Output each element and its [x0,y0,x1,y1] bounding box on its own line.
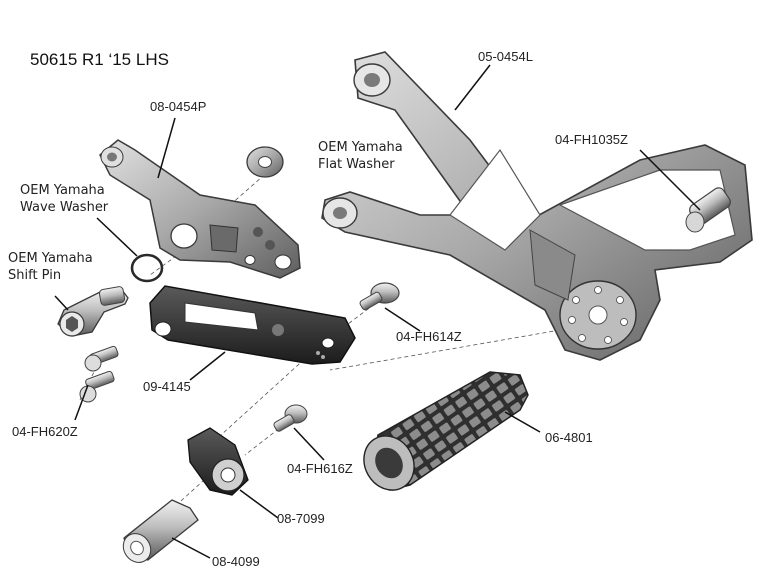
label-04-FH620Z: 04-FH620Z [12,424,78,439]
leader-lines [54,64,701,559]
rearset-plate-05-0454L [321,51,753,361]
label-09-4145: 09-4145 [143,379,191,394]
label-oem-shift-pin-line1: OEM Yamaha [8,251,93,266]
oem-wave-washer [130,253,164,283]
label-oem-flat-washer-line1: OEM Yamaha [318,140,403,155]
shift-lever-08-0454P [99,139,301,279]
label-05-0454L: 05-0454L [478,49,533,64]
label-oem-flat-washer-line2: Flat Washer [318,156,395,172]
oem-shift-pin [57,286,129,337]
bolt-04-FH616Z [273,404,308,432]
bolts-04-FH620Z [79,345,119,403]
label-oem-flat-washer: OEM Yamaha Flat Washer [318,140,403,174]
diagram-title: 50615 R1 ‘15 LHS [30,50,169,69]
label-oem-wave-washer-line2: Wave Washer [20,199,109,215]
oem-flat-washer [246,146,284,178]
label-oem-wave-washer-line1: OEM Yamaha [20,183,105,198]
sleeve-08-4099 [122,499,199,563]
label-06-4801: 06-4801 [545,430,593,445]
pin-04-FH1035Z [685,187,731,233]
label-04-FH616Z: 04-FH616Z [287,461,353,476]
footpeg-grip-06-4801 [363,371,529,491]
spacer-08-7099 [187,427,249,496]
label-08-0454P: 08-0454P [150,99,207,114]
label-oem-wave-washer: OEM Yamaha Wave Washer [20,183,108,217]
link-arm-09-4145 [149,285,356,365]
label-oem-shift-pin-line2: Shift Pin [8,267,62,283]
label-oem-shift-pin: OEM Yamaha Shift Pin [8,251,93,285]
label-08-4099: 08-4099 [212,554,260,569]
bolt-04-FH614Z [359,282,400,311]
label-08-7099: 08-7099 [277,511,325,526]
label-04-FH614Z: 04-FH614Z [396,329,462,344]
label-04-FH1035Z: 04-FH1035Z [555,132,628,147]
